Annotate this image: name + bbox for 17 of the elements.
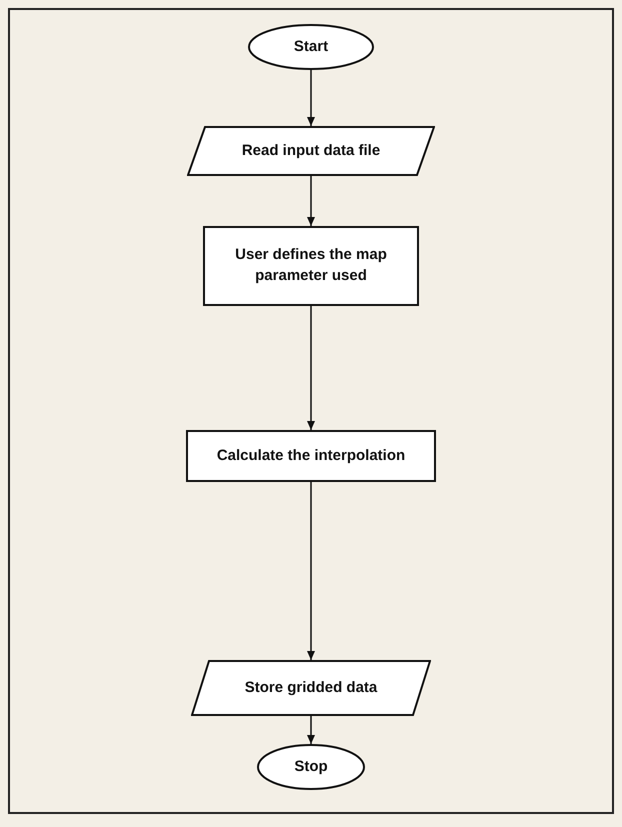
arrow [307, 176, 315, 226]
node-label: User defines the map parameter used [234, 245, 388, 286]
process-box [203, 226, 419, 306]
terminal-ellipse [257, 744, 365, 790]
node-label: Stop [293, 756, 329, 777]
arrow [307, 716, 315, 744]
arrow [307, 70, 315, 126]
data-parallelogram [191, 660, 431, 716]
node-label: Store gridded data [244, 678, 378, 698]
node-label: Calculate the interpolation [216, 446, 406, 466]
terminal-ellipse [248, 24, 374, 70]
arrow [307, 482, 315, 660]
process-box [186, 430, 436, 482]
node-label: Start [292, 36, 330, 57]
node-label: Read input data file [240, 140, 382, 161]
arrow [307, 306, 315, 430]
data-parallelogram [187, 126, 435, 176]
